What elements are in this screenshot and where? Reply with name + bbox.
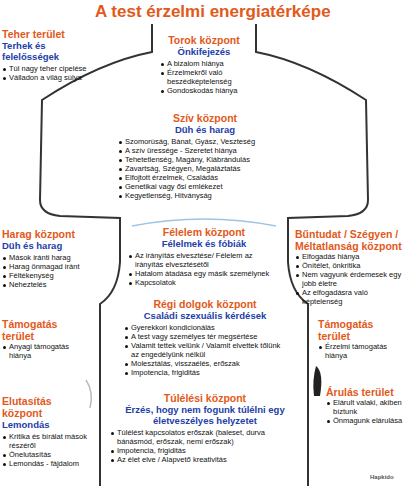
center-heading: Túlélési központ xyxy=(110,392,300,404)
bullet-item: Valamit tettek velünk / Valamit elvettek… xyxy=(124,341,286,359)
bullet-item: Érzelmekről való beszédképtelenség xyxy=(160,68,248,86)
center-subheading: Családi szexuális kérdések xyxy=(124,310,286,321)
bullet-item: Az elfogadásra való képtelenség xyxy=(295,288,406,306)
credit-label: Hapkido xyxy=(370,474,394,481)
bullet-item: Kegyetlenség, Hitványság xyxy=(118,191,292,200)
center-subheading: Düh és harag xyxy=(2,240,110,251)
bullet-item: Elárult valaki, akiben bíztunk xyxy=(326,398,406,416)
bullet-item: Molesztálás, visszaélés, erőszak xyxy=(124,359,286,368)
bullet-item: A szív üressége - Szeretet hiánya xyxy=(118,146,292,155)
center-heading: Félelem központ xyxy=(128,226,280,238)
center-heading: Régi dolgok központ xyxy=(124,298,286,310)
bullet-item: Önítélet, önkritika xyxy=(295,261,406,270)
center-block: Harag központDüh és haragMások iránti ha… xyxy=(2,228,110,289)
center-block: Támogatás területÉrzelmi támogatás hiány… xyxy=(318,318,406,360)
center-block: Torok központÖnkifejezés A bizalom hiánya… xyxy=(160,34,248,95)
bullet-item: Szomorúság, Bánat, Gyász, Veszteség xyxy=(118,137,292,146)
bullet-item: Gondoskodás hiánya xyxy=(160,86,248,95)
bullet-item: Az élet elve / Alapvető kreativitás xyxy=(110,455,300,464)
bullet-item: Kritika és bírálat mások részéről xyxy=(2,432,94,450)
center-block: Szív központDüh és haragSzomorúság, Bána… xyxy=(118,112,292,200)
center-heading: Torok központ xyxy=(160,34,248,46)
center-subheading: Lemondás xyxy=(2,419,94,430)
center-heading: Támogatás terület xyxy=(318,318,406,342)
bullet-item: Harag önmagad iránt xyxy=(2,262,110,271)
center-heading: Elutasítás központ xyxy=(2,395,94,419)
diagram-title: A test érzelmi energiatérképe xyxy=(95,2,331,22)
bullet-item: Érzelmi támogatás hiánya xyxy=(318,342,406,360)
bullet-item: Túlélést kapcsolatos erőszak (baleset, d… xyxy=(110,428,300,446)
center-block: Félelem központFélelmek és fóbiák Az irán… xyxy=(128,226,280,287)
center-block: Bűntudat / Szégyen / Méltatlanság közpon… xyxy=(295,228,406,306)
bullet-item: Válladon a világ súlya xyxy=(2,73,100,82)
bullet-item: Genetikai vagy ősi emlékezet xyxy=(118,182,292,191)
bullet-item: Féltékenység xyxy=(2,271,110,280)
center-subheading: Önkifejezés xyxy=(160,46,248,57)
hand-shape xyxy=(86,380,91,408)
bullet-item: Elfojtott érzelmek, Családás xyxy=(118,173,292,182)
bullet-item: A test vagy személyes tér megsértése xyxy=(124,332,286,341)
bullet-item: Elfogadás hiánya xyxy=(295,252,406,261)
center-block: Támogatás területAnyagi támogatás hiánya xyxy=(2,318,84,360)
center-subheading: Félelmek és fóbiák xyxy=(128,238,280,249)
bullet-item: Anyagi támogatás hiánya xyxy=(2,342,84,360)
bullet-item: Önelutasítás xyxy=(2,450,94,459)
center-block: Teher területTerhek és felelősségekTúl n… xyxy=(2,28,100,82)
bullet-item: A bizalom hiánya xyxy=(160,59,248,68)
bullet-item: Önmagunk elárulása xyxy=(326,416,406,425)
diaphragm-arc xyxy=(132,219,276,226)
center-subheading: Terhek és felelősségek xyxy=(2,40,100,62)
bullet-item: Gyerekkori kondicionálás xyxy=(124,323,286,332)
center-subheading: Érzés, hogy nem fogunk túlélni egy életv… xyxy=(110,404,300,426)
bullet-item: Zavartság, Szégyen, Megaláztatás xyxy=(118,164,292,173)
bullet-item: Túl nagy teher cipelése xyxy=(2,64,100,73)
bullet-item: Lemondás - fájdalom xyxy=(2,459,94,468)
center-block: Túlélési központÉrzés, hogy nem fogunk t… xyxy=(110,392,300,464)
center-heading: Teher terület xyxy=(2,28,100,40)
center-subheading: Düh és harag xyxy=(118,124,292,135)
center-block: Árulás területElárult valaki, akiben bíz… xyxy=(326,386,406,425)
center-heading: Szív központ xyxy=(118,112,292,124)
center-heading: Árulás terület xyxy=(326,386,406,398)
bullet-item: Nem vagyunk érdemesek egy jobb életre xyxy=(295,270,406,288)
center-heading: Bűntudat / Szégyen / Méltatlanság közpon… xyxy=(295,228,406,252)
bullet-item: Impotencia, frigiditás xyxy=(124,368,286,377)
bullet-item: Impotencia, frigiditás xyxy=(110,446,300,455)
hand-shape xyxy=(313,366,321,396)
bullet-item: Kapcsolatok xyxy=(128,278,280,287)
center-block: Régi dolgok központCsaládi szexuális kér… xyxy=(124,298,286,377)
bullet-item: Neheztelés xyxy=(2,280,110,289)
center-block: Elutasítás központLemondásKritika és bír… xyxy=(2,395,94,468)
bullet-item: Hatalom átadása egy másik személynek xyxy=(128,269,280,278)
bullet-item: Tehetetlenség, Magány, Kiábrándulás xyxy=(118,155,292,164)
bullet-item: Az irányítás elvesztése/ Félelem az irán… xyxy=(128,251,280,269)
bullet-item: Mások iránti harag xyxy=(2,253,110,262)
center-heading: Támogatás terület xyxy=(2,318,84,342)
center-heading: Harag központ xyxy=(2,228,110,240)
